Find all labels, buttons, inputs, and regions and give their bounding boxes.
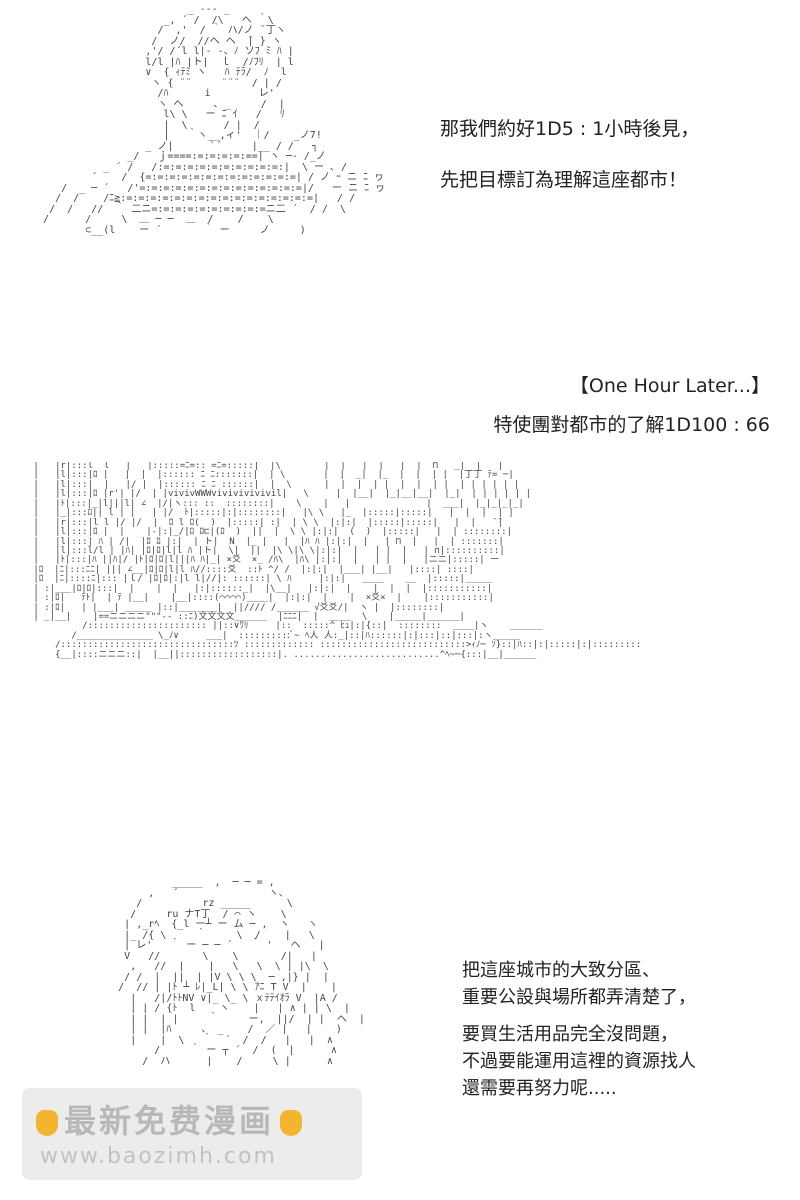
dialog-line: 那我們約好1D5 : 1小時後見， bbox=[440, 118, 700, 140]
watermark: 最新免费漫画 www.baozimh.com bbox=[22, 1088, 362, 1180]
watermark-title: 最新免费漫画 bbox=[36, 1096, 303, 1142]
pointing-hand-icon bbox=[36, 1110, 58, 1136]
dialog-line: 要買生活用品完全沒問題， 不過要能運用這裡的資源找人還需要再努力呢..... bbox=[462, 1021, 782, 1102]
ascii-art-man: _ --- _ _, ´ / /\ ヘ ｀\ / ,' / ｀ ハ/ノ ¨丁ヽ … bbox=[43, 5, 386, 236]
ascii-art-city: | |r|:::l l | |:::::=ﾆ=:: =ﾆ=:::::| |\ |… bbox=[33, 462, 642, 660]
ascii-art-girl: _____ , ─ ─ = , , ´ ヽ、 / rz _____ \ / ru… bbox=[118, 878, 365, 1067]
time-skip-caption: 【One Hour Later...】 bbox=[569, 375, 770, 397]
dialog-line: 把這座城市的大致分區、重要公設與場所都弄清楚了， bbox=[462, 957, 782, 1011]
pointing-hand-icon bbox=[280, 1110, 303, 1136]
narration-box: 【One Hour Later...】 特使團對都市的了解1D100 : 66 bbox=[493, 372, 770, 449]
dialog-bottom: 把這座城市的大致分區、重要公設與場所都弄清楚了， 要買生活用品完全沒問題， 不過要… bbox=[462, 957, 782, 1112]
watermark-url: www.baozimh.com bbox=[40, 1144, 277, 1169]
dialog-line: 先把目標訂為理解這座都市！ bbox=[440, 169, 688, 192]
dialog-text: 要買生活用品完全沒問題， bbox=[462, 1024, 678, 1045]
dialog-text: 不過要能運用這裡的資源找人 bbox=[462, 1051, 696, 1072]
dialog-text: 還需要再努力呢..... bbox=[462, 1078, 617, 1099]
dialog-top: 那我們約好1D5 : 1小時後見， 先把目標訂為理解這座都市！ bbox=[440, 115, 785, 218]
dice-roll-caption: 特使團對都市的了解1D100 : 66 bbox=[493, 413, 770, 436]
watermark-title-text: 最新免费漫画 bbox=[64, 1102, 275, 1140]
dialog-text: 把這座城市的大致分區、 bbox=[462, 960, 660, 981]
dialog-text: 重要公設與場所都弄清楚了， bbox=[462, 987, 696, 1008]
